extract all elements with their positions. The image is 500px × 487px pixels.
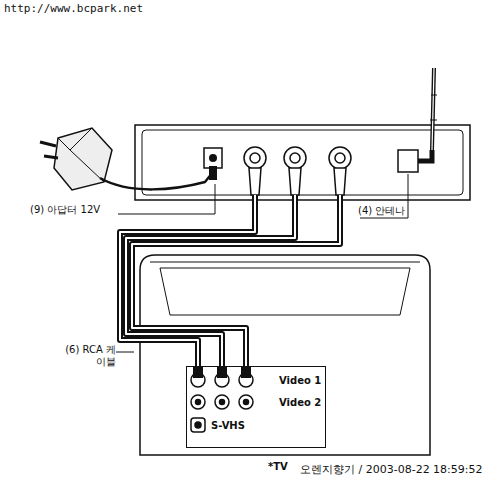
antenna-rod-shine (432, 68, 434, 150)
rca-cable (126, 195, 295, 368)
rca-plug (249, 168, 261, 195)
antenna (398, 68, 437, 172)
antenna-rod (432, 68, 434, 150)
rca-cable (120, 195, 255, 368)
port-label: S-VHS (211, 420, 245, 431)
rca-jack-core (290, 153, 300, 163)
tv-rca-plug (241, 366, 251, 378)
port-label: Video 1 (279, 375, 321, 386)
tv-outline (140, 255, 430, 455)
tv-plugs (193, 366, 251, 378)
rca-cable-inner (126, 195, 295, 368)
callout-label: (4) 안테나 (358, 205, 405, 217)
adapter-edge (70, 128, 92, 150)
rca-plug (289, 168, 301, 195)
callout-label: (6) RCA 케이블 (62, 344, 116, 367)
tv-rca-plug (193, 366, 203, 378)
port-label: Video 2 (279, 397, 321, 408)
tv-rca-jack (239, 395, 253, 409)
antenna-joint (431, 95, 437, 96)
tv-rca-jack (191, 395, 205, 409)
antenna-joint (430, 120, 437, 121)
antenna-connector (398, 150, 418, 172)
rca-jack (284, 147, 306, 169)
rca-cable-inner (132, 195, 340, 368)
rca-jack (244, 147, 266, 169)
tv-node: *TVVideo 1Video 2S-VHS (140, 255, 430, 455)
tv-rim (150, 262, 420, 263)
tv-rca-plug (217, 366, 227, 378)
adapter-pin (44, 156, 58, 158)
tv-caption: *TV (268, 461, 288, 472)
watermark: http://www.bcpark.net (4, 3, 143, 16)
rca-jacks (244, 147, 351, 169)
dc-jack-hole (209, 154, 217, 162)
svhs-core (195, 422, 201, 428)
tv-rca-core (244, 400, 249, 405)
rca-plug (334, 168, 346, 195)
antenna-elbow (418, 150, 432, 161)
adapter-pin (40, 142, 56, 146)
tv-back-shell (160, 268, 410, 315)
adapter (40, 128, 217, 190)
tv-set (140, 255, 430, 455)
rca-cables (120, 195, 340, 368)
adapter-cord (100, 172, 213, 189)
tv-rca-jack (215, 395, 229, 409)
rca-cable (132, 195, 340, 368)
dc-plug (209, 166, 217, 180)
dc-jack-body (204, 148, 222, 168)
rca-jack (329, 147, 351, 169)
adapter-leader (118, 184, 215, 214)
cable-leader (116, 352, 134, 353)
rca-jack-core (335, 153, 345, 163)
jack-panel: Video 1 Video 2 S-VHS (186, 366, 326, 448)
receiver-box (135, 125, 470, 200)
rca-cable-inner (120, 195, 255, 368)
adapter-edge (58, 138, 104, 182)
tv-rca-core (196, 400, 201, 405)
svhs-jack (191, 418, 205, 432)
tv-rca-core (220, 400, 225, 405)
callout-label: (9) 아답터 12V (30, 204, 100, 216)
receiver-outline (135, 125, 470, 200)
tv-jacks (191, 373, 253, 432)
rca-plugs (249, 168, 346, 195)
timestamp-watermark: 오렌지향기 / 2003-08-22 18:59:52 (300, 464, 483, 477)
dc-jack (204, 148, 222, 168)
rca-jack-core (250, 153, 260, 163)
